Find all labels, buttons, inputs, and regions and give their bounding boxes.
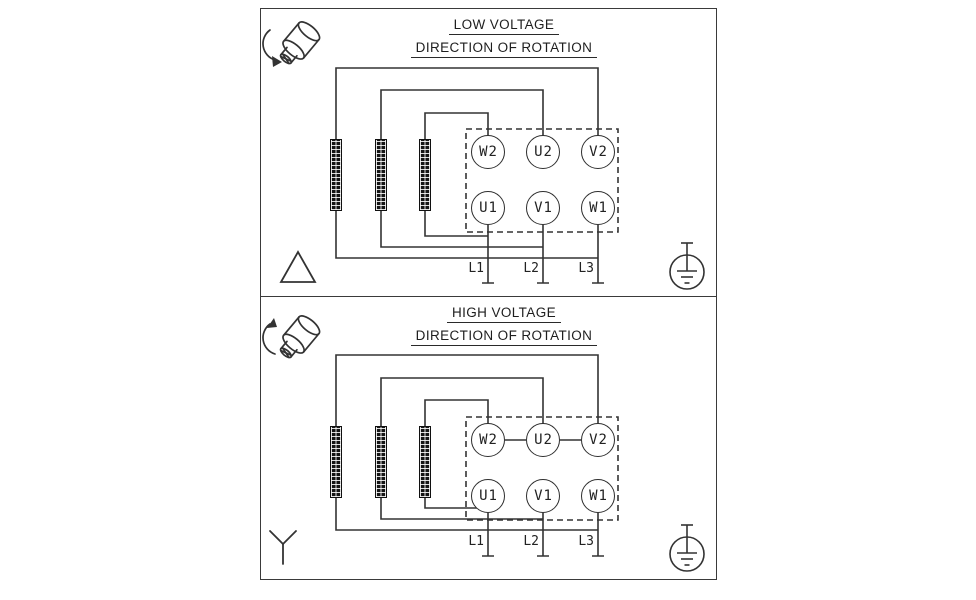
wire-jumper3-hv [424,399,489,509]
panel-subtitle: DIRECTION OF ROTATION [410,40,598,58]
panel-title: HIGH VOLTAGE [446,305,562,323]
line-label-l2: L2 [523,261,539,276]
terminal-w2: W2 [471,423,505,457]
low-voltage-panel-frame [260,8,717,297]
terminal-link-bar-2 [375,139,387,211]
wire-jumper2-lv [380,89,544,248]
dashed-terminal-box-hv [465,416,619,521]
terminal-link-bar-2 [375,426,387,498]
line-label-l1: L1 [468,261,484,276]
delta-connection-icon [279,250,317,283]
motor-rotation-icon [262,21,321,67]
wire-jumper2-hv [380,377,544,520]
terminal-w1: W1 [581,191,615,225]
panel2-wiring [335,354,619,557]
line-label-l1: L1 [468,534,484,549]
wire-jumper3-lv [424,112,489,237]
terminal-u1: U1 [471,479,505,513]
high-voltage-title-block: HIGH VOLTAGE DIRECTION OF ROTATION [364,304,644,346]
terminal-u1: U1 [471,191,505,225]
line-label-l3: L3 [578,534,594,549]
line-label-l2: L2 [523,534,539,549]
terminal-link-bar-1 [330,426,342,498]
dashed-terminal-box-lv [465,128,619,233]
terminal-v1: V1 [526,191,560,225]
panel-title: LOW VOLTAGE [448,17,560,35]
terminal-v2: V2 [581,135,615,169]
terminal-link-bar-1 [330,139,342,211]
high-voltage-panel-frame [260,295,717,580]
panel1-wiring [335,67,619,284]
low-voltage-title-block: LOW VOLTAGE DIRECTION OF ROTATION [364,16,644,58]
terminal-link-bar-3 [419,426,431,498]
wire-jumper1-hv [335,354,599,531]
supply-line-drops-lv [487,225,599,283]
earth-ground-icon [669,242,705,290]
terminal-w1: W1 [581,479,615,513]
earth-ground-icon [669,524,705,572]
line-label-l3: L3 [578,261,594,276]
motor-rotation-icon [262,315,321,359]
wire-jumper1-lv [335,67,599,259]
panel-subtitle: DIRECTION OF ROTATION [410,328,598,346]
terminal-u2: U2 [526,135,560,169]
terminal-v2: V2 [581,423,615,457]
wye-connection-icon [269,530,297,565]
terminal-u2: U2 [526,423,560,457]
terminal-w2: W2 [471,135,505,169]
terminal-v1: V1 [526,479,560,513]
terminal-link-bar-3 [419,139,431,211]
